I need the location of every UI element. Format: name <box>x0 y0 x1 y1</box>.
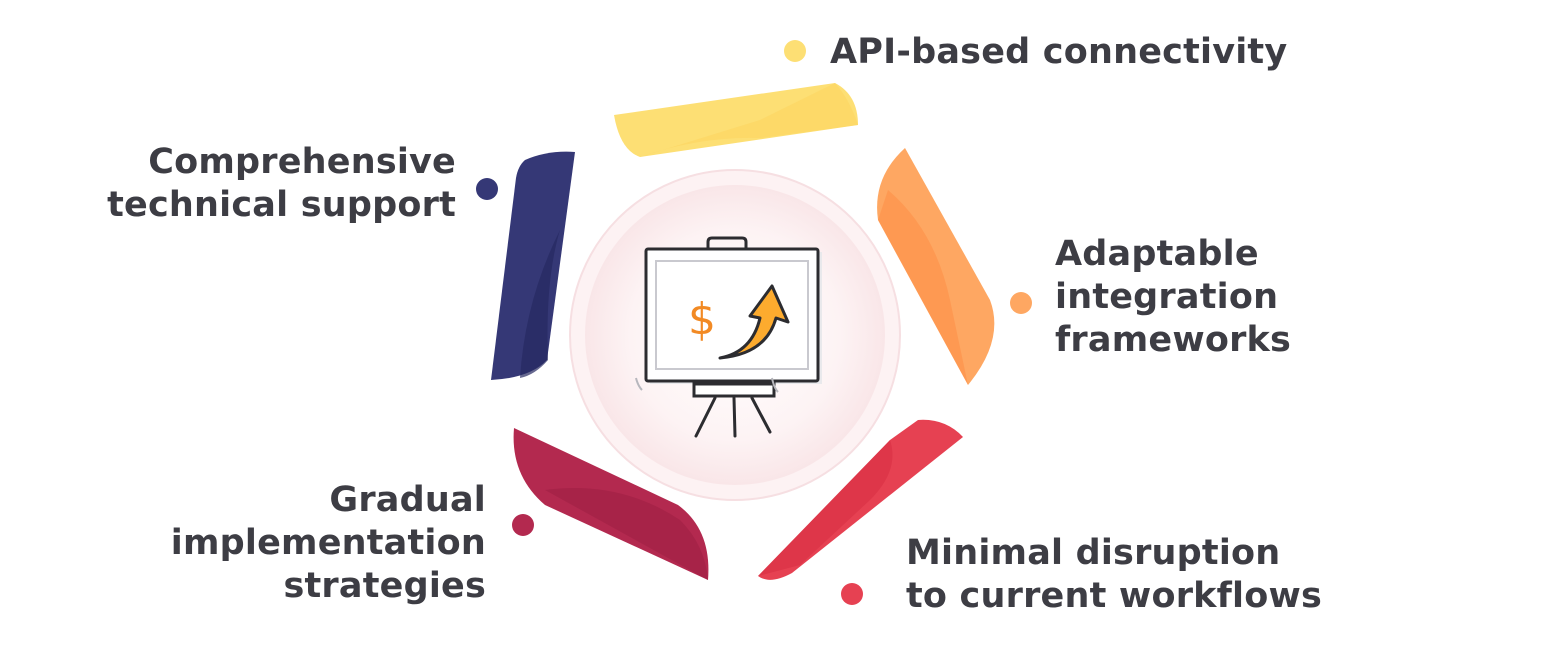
dot-adaptable-frameworks <box>1010 292 1032 314</box>
segment-gradual-implementation <box>513 428 709 580</box>
dot-technical-support <box>476 178 498 200</box>
segment-adaptable-frameworks <box>877 148 995 385</box>
label-adaptable-frameworks: Adaptable integration frameworks <box>1055 234 1292 360</box>
label-technical-support: Comprehensive technical support <box>107 142 456 225</box>
presentation-board-growth-icon: $ <box>635 236 822 438</box>
segment-minimal-disruption <box>758 419 963 580</box>
segment-technical-support <box>491 151 575 380</box>
label-minimal-disruption: Minimal disruption to current workflows <box>906 533 1323 616</box>
label-api-connectivity: API-based connectivity <box>830 32 1288 72</box>
dot-minimal-disruption <box>841 583 863 605</box>
dot-api-connectivity <box>784 40 806 62</box>
dollar-symbol: $ <box>688 294 716 345</box>
segment-api-connectivity <box>614 83 858 157</box>
label-gradual-implementation: Gradual implementation strategies <box>170 480 486 606</box>
dot-gradual-implementation <box>512 514 534 536</box>
